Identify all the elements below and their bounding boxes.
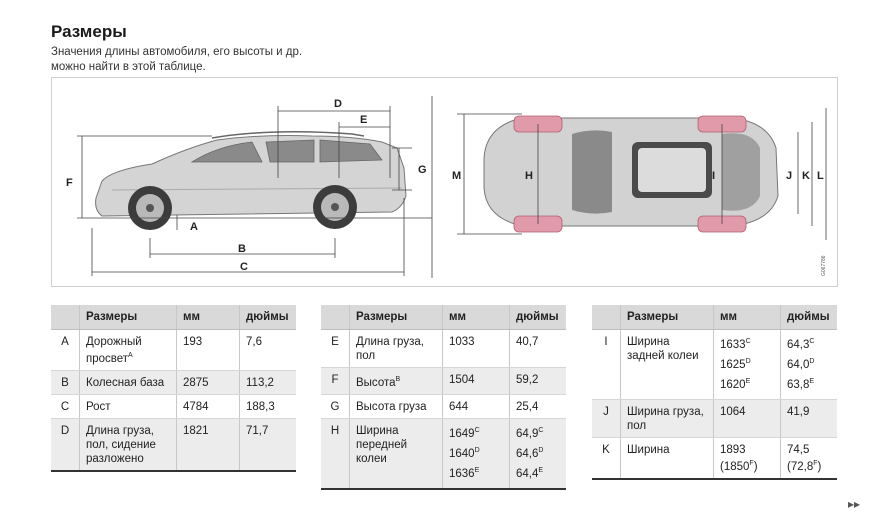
dimension-figure: D E F G A B C M H [51,77,838,287]
double-chevron-right-icon[interactable]: ▸▸ [848,497,861,511]
dimensions-table-1: Размеры мм дюймы A Дорожный просветA 193… [51,305,296,472]
table-row: C Рост 4784 188,3 [51,394,296,419]
figure-code: G067786 [821,255,827,276]
intro-text: Значения длины автомобиля, его высоты и … [51,46,303,73]
label-i: I [712,170,715,182]
table-row: H Ширина передней колеи 1649C 1640D 1636… [321,418,566,490]
header-mm: мм [713,305,781,330]
label-c: C [240,261,248,273]
label-e: E [360,114,367,126]
label-m: M [452,170,461,182]
header-in: дюймы [239,305,296,330]
label-f: F [66,177,73,189]
table-row: F ВысотаB 1504 59,2 [321,367,566,395]
table-row: G Высота груза 644 25,4 [321,394,566,419]
page-title: Размеры [51,22,127,41]
label-l: L [817,170,824,182]
label-d: D [334,98,342,110]
top-dimension-lines [457,108,827,240]
table-row: J Ширина груза, пол 1064 41,9 [592,399,837,438]
header-key [592,305,621,330]
car-side-view [95,131,407,230]
header-key [321,305,350,330]
header-mm: мм [442,305,510,330]
label-b: B [238,243,246,255]
header-name: Размеры [620,305,714,330]
header-in: дюймы [780,305,837,330]
table-row: A Дорожный просветA 193 7,6 [51,329,296,371]
label-j: J [786,170,792,182]
table-row: E Длина груза, пол 1033 40,7 [321,329,566,368]
header-mm: мм [176,305,240,330]
table-row: B Колесная база 2875 113,2 [51,370,296,395]
header-name: Размеры [349,305,443,330]
header-in: дюймы [509,305,566,330]
header-name: Размеры [79,305,177,330]
side-dimension-lines [77,96,433,278]
dimensions-table-3: Размеры мм дюймы I Ширина задней колеи 1… [592,305,837,480]
header-key [51,305,80,330]
car-top-view [483,115,779,233]
car-dimension-drawing: D E F G A B C M H [66,96,827,278]
label-g: G [418,164,427,176]
label-k: K [802,170,810,182]
table-row: K Ширина 1893(1850F) 74,5(72,8F) [592,437,837,480]
label-h: H [525,170,533,182]
table-row: D Длина груза, пол, сидение разложено 18… [51,418,296,472]
dimensions-table-2: Размеры мм дюймы E Длина груза, пол 1033… [321,305,566,490]
label-a: A [190,221,198,233]
table-row: I Ширина задней колеи 1633C 1625D 1620E … [592,329,837,400]
